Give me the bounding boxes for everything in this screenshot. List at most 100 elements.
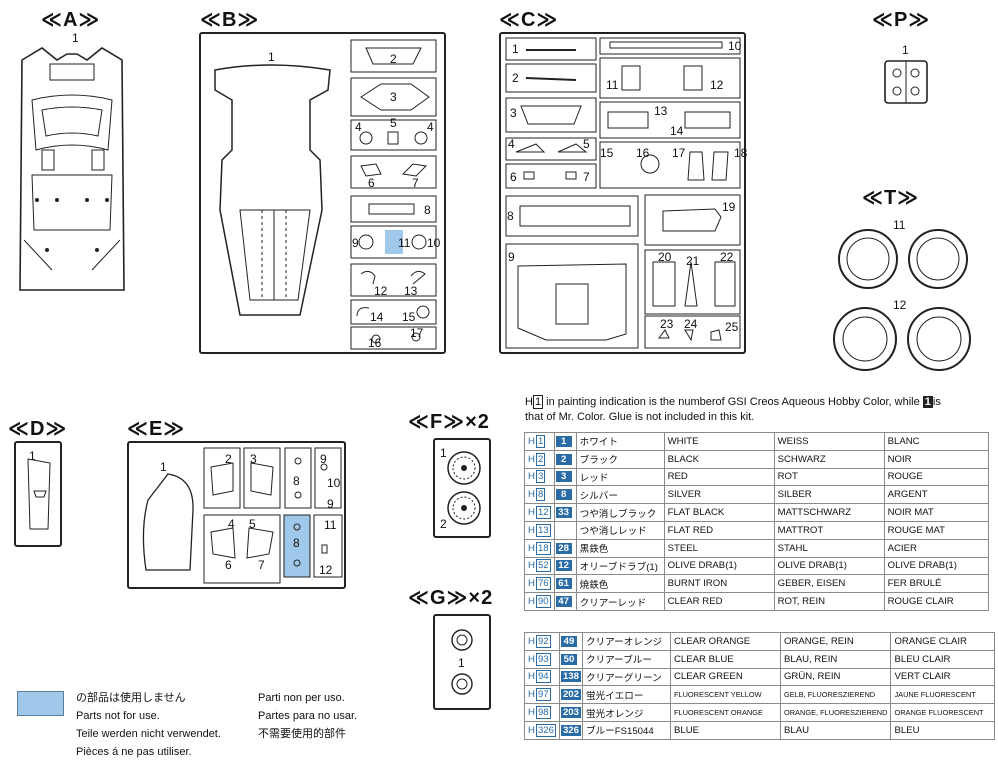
part-b4-5-box[interactable]	[350, 119, 437, 151]
window-part-e2-3[interactable]	[203, 447, 281, 509]
wheel-part-f1[interactable]	[446, 450, 482, 486]
color-en-name: CLEAR GREEN	[669, 667, 781, 687]
color-m-code: 2	[553, 449, 577, 469]
color-de-name: WEISS	[773, 432, 885, 451]
part-b12-13-box[interactable]	[350, 263, 437, 297]
h-code-box: 1	[535, 434, 546, 448]
color-jp-name: クリアーレッド	[575, 592, 665, 611]
tire-part-t11-b[interactable]	[907, 228, 969, 290]
color-en-name: SILVER	[663, 485, 775, 505]
color-jp-name: つや消しレッド	[575, 520, 665, 540]
part-number: 12	[893, 298, 907, 312]
part-b16-17-box[interactable]	[350, 326, 437, 350]
part-number: 4	[228, 517, 235, 531]
tire-part-t12-b[interactable]	[906, 306, 972, 372]
paint-note-h-box: 1	[532, 395, 544, 409]
tire-part-t12-a[interactable]	[832, 306, 898, 372]
hub-part-g1-a[interactable]	[450, 628, 474, 652]
color-de-name: OLIVE DRAB(1)	[773, 556, 885, 576]
m-code-box: 3	[555, 471, 572, 483]
color-fr-name: ACIER	[883, 538, 989, 558]
part-c11-12-box[interactable]	[599, 57, 741, 99]
color-m-code: 33	[553, 503, 577, 522]
part-c13-14-box[interactable]	[599, 101, 741, 139]
part-d1[interactable]	[24, 455, 54, 535]
car-body-part-a1[interactable]	[12, 40, 132, 302]
part-c6-7-box[interactable]	[505, 163, 597, 189]
part-p1[interactable]	[884, 60, 928, 104]
part-c20-22-box[interactable]	[644, 249, 741, 315]
h-code-box: 8	[535, 488, 546, 502]
window-part-e1[interactable]	[138, 470, 198, 578]
m-code-box: 202	[560, 689, 581, 701]
part-number: 4	[508, 137, 515, 151]
part-number: 6	[368, 176, 375, 190]
part-b14-15-box[interactable]	[350, 299, 437, 325]
color-jp-name: 焼鉄色	[575, 574, 665, 594]
part-b8-box[interactable]	[350, 195, 437, 223]
part-c23-25-box[interactable]	[644, 315, 741, 349]
unused-part-legend-swatch	[17, 691, 64, 716]
tire-part-t11-a[interactable]	[837, 228, 899, 290]
part-c9-box[interactable]	[505, 243, 639, 349]
color-de-name: MATTROT	[773, 520, 885, 540]
part-c2-box[interactable]	[505, 63, 597, 93]
part-e11-12[interactable]	[313, 514, 343, 578]
part-b6-7-box[interactable]	[350, 155, 437, 189]
part-c15-18-box[interactable]	[599, 141, 741, 189]
color-jp-name: クリアーブルー	[581, 649, 671, 669]
color-de-name: ORANGE, FLUORESZIEREND	[779, 703, 892, 722]
part-c4-5-box[interactable]	[505, 137, 597, 161]
part-c19-box[interactable]	[644, 194, 741, 246]
part-number: 9	[320, 452, 327, 466]
legend-line: Pièces á ne pas utiliser.	[76, 746, 192, 758]
part-c10-box[interactable]	[599, 37, 741, 55]
chassis-part-b1[interactable]	[210, 60, 340, 320]
color-jp-name: つや消しブラック	[575, 503, 665, 522]
part-c3-box[interactable]	[505, 97, 597, 133]
color-m-code: 49	[558, 632, 583, 651]
color-m-code: 28	[553, 538, 577, 558]
part-b3-box[interactable]	[350, 77, 437, 117]
paint-note-h: H	[525, 396, 533, 408]
color-fr-name: ORANGE CLAIR	[890, 632, 996, 651]
unused-part-e8[interactable]	[283, 514, 311, 578]
part-number: 12	[319, 563, 333, 577]
part-b9-11-box[interactable]	[350, 225, 437, 259]
color-en-name: FLAT BLACK	[663, 503, 775, 522]
part-c1-box[interactable]	[505, 37, 597, 61]
m-code-box: 203	[560, 707, 581, 719]
part-b2-box[interactable]	[350, 39, 437, 73]
part-e8-9-10[interactable]	[284, 447, 342, 509]
window-part-e4-5[interactable]	[203, 514, 281, 584]
h-code-box: 76	[535, 577, 551, 591]
part-number: 15	[402, 310, 416, 324]
part-c8-box[interactable]	[505, 195, 639, 237]
hub-part-g1-b[interactable]	[450, 672, 474, 696]
sprue-d-label: ≪D≫	[8, 418, 68, 440]
wheel-part-f2[interactable]	[446, 490, 482, 526]
m-code-box: 47	[555, 596, 572, 608]
m-code-box: 326	[560, 724, 581, 736]
color-en-name: OLIVE DRAB(1)	[663, 556, 775, 576]
part-number: 5	[390, 116, 397, 130]
part-number: 5	[583, 137, 590, 151]
part-number: 14	[370, 310, 384, 324]
sprue-b-label: ≪B≫	[200, 9, 260, 31]
color-m-code	[553, 520, 577, 540]
color-m-code: 50	[558, 649, 583, 669]
part-number: 1	[72, 31, 79, 45]
